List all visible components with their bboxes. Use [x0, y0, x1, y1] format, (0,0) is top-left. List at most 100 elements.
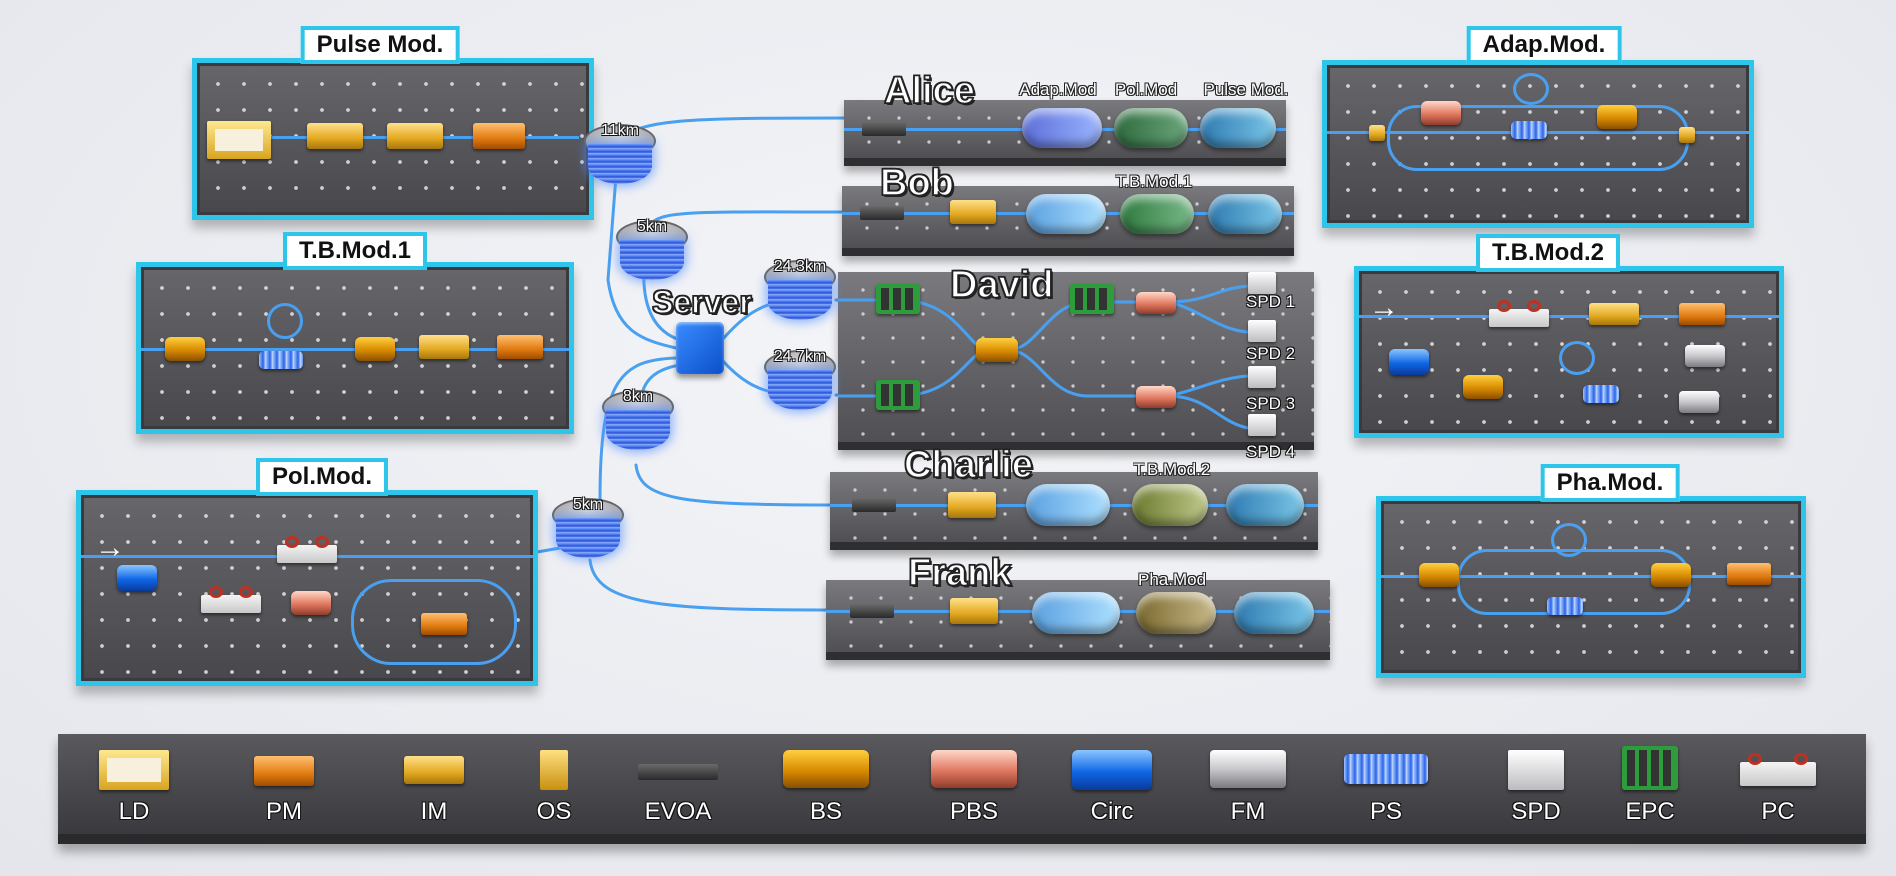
- spool-label: 24.7km: [773, 348, 827, 365]
- phase-modulator-icon: [421, 613, 467, 635]
- legend-item-bs: BS: [766, 734, 886, 834]
- fiber-segment: [1381, 575, 1801, 578]
- time-bin-module-capsule: [1120, 194, 1194, 234]
- fiber-spool-11km: 11km: [584, 122, 656, 188]
- legend-label: Circ: [1090, 798, 1134, 825]
- fiber-spool-24-7km: 24.7km: [764, 348, 836, 414]
- polarization-beam-splitter-icon: [1136, 292, 1176, 314]
- module-panel-pha-mod: [1376, 496, 1806, 678]
- legend-item-fm: FM: [1188, 734, 1308, 834]
- adaptive-module-capsule: [1032, 592, 1120, 634]
- evoa-icon: [862, 122, 906, 136]
- fiber-loop: [1551, 523, 1587, 557]
- legend-item-pbs: PBS: [914, 734, 1034, 834]
- faraday-mirror-icon: [1679, 391, 1719, 413]
- module-tag-alice-pol: Pol.Mod: [1114, 80, 1178, 99]
- polarization-controller-icon: [1740, 753, 1816, 786]
- polarization-beam-splitter-icon: [291, 591, 331, 615]
- intensity-modulator-icon: [950, 200, 996, 224]
- phase-shifter-icon: [1547, 597, 1583, 615]
- spool-label: 24.3km: [773, 258, 827, 275]
- phase-modulator-icon: [473, 123, 525, 149]
- phase-modulator-icon: [497, 335, 543, 359]
- beam-splitter-icon: [1651, 563, 1691, 587]
- phase-modulator-icon: [1679, 303, 1725, 325]
- legend-label: OS: [536, 798, 572, 825]
- phase-shifter-icon: [1583, 385, 1619, 403]
- panel-title-pha-mod: Pha.Mod.: [1540, 464, 1680, 502]
- legend-label: BS: [809, 798, 842, 825]
- beam-splitter-icon: [1597, 105, 1637, 129]
- polarization-controller-icon: [201, 586, 261, 613]
- evoa-icon: [850, 604, 894, 618]
- user-name-frank: Frank: [907, 551, 1012, 595]
- detector-label-spd3: SPD 3: [1246, 394, 1296, 413]
- module-panel-tb-mod-1: [136, 262, 574, 434]
- circulator-icon: [1072, 750, 1152, 790]
- detector-label-spd2: SPD 2: [1246, 344, 1296, 363]
- spool-label: 8km: [622, 388, 654, 405]
- fiber-spool-5km-bottom: 5km: [552, 496, 624, 562]
- time-bin-module-capsule: [1132, 484, 1208, 526]
- intensity-modulator-icon: [948, 492, 996, 518]
- legend-label: EVOA: [644, 798, 712, 825]
- legend-item-evoa: EVOA: [618, 734, 738, 834]
- user-name-charlie: Charlie: [903, 443, 1033, 487]
- polarization-controller-icon: [277, 536, 337, 563]
- intensity-modulator-icon: [307, 123, 363, 149]
- user-board-charlie: [830, 472, 1318, 550]
- module-panel-pulse-mod: [192, 58, 594, 220]
- module-tag-alice-pulse: Pulse Mod.: [1203, 80, 1289, 99]
- server-splitter-icon: [676, 322, 724, 374]
- single-photon-detector-icon: [1248, 272, 1276, 294]
- intensity-modulator-icon: [404, 756, 464, 784]
- user-board-frank: [826, 580, 1330, 660]
- panel-title-tb-mod-1: T.B.Mod.1: [283, 232, 427, 270]
- adaptive-module-capsule: [1026, 194, 1106, 234]
- arrow-icon: →: [1369, 291, 1399, 324]
- beam-splitter-icon: [1463, 375, 1503, 399]
- circulator-icon: [1389, 349, 1429, 375]
- beam-splitter-icon: [1419, 563, 1459, 587]
- polarization-module-capsule: [1114, 108, 1188, 148]
- panel-title-pulse-mod: Pulse Mod.: [300, 26, 460, 64]
- optical-switch-icon: [1369, 125, 1385, 141]
- legend-label: PS: [1369, 798, 1402, 825]
- legend-label: LD: [118, 798, 150, 825]
- panel-title-adap-mod: Adap.Mod.: [1466, 26, 1622, 64]
- legend-item-spd: SPD: [1476, 734, 1596, 834]
- module-panel-adap-mod: [1322, 60, 1754, 228]
- evoa-icon: [852, 498, 896, 512]
- legend-label: FM: [1230, 798, 1266, 825]
- fiber-loop: [267, 303, 303, 339]
- pulse-module-capsule: [1226, 484, 1304, 526]
- panel-title-pol-mod: Pol.Mod.: [256, 458, 388, 496]
- single-photon-detector-icon: [1248, 320, 1276, 342]
- user-name-bob: Bob: [879, 161, 954, 205]
- legend-label: PC: [1761, 798, 1795, 825]
- fiber-loop: [1559, 341, 1595, 375]
- laser-diode-icon: [99, 750, 169, 790]
- legend-label: PBS: [949, 798, 999, 825]
- faraday-mirror-icon: [1685, 345, 1725, 367]
- user-board-alice: [844, 100, 1286, 166]
- electronic-polarization-controller-icon: [1070, 284, 1114, 314]
- phase-module-capsule: [1136, 592, 1216, 634]
- component-legend: LD PM IM OS EVOA BS PBS Circ FM PS SPD: [58, 734, 1866, 844]
- intensity-modulator-icon: [387, 123, 443, 149]
- module-panel-pol-mod: →: [76, 490, 538, 686]
- detector-label-spd4: SPD 4: [1246, 442, 1296, 461]
- polarization-beam-splitter-icon: [1136, 386, 1176, 408]
- evoa-icon: [638, 764, 718, 780]
- beam-splitter-icon: [976, 338, 1018, 362]
- pulse-module-capsule: [1234, 592, 1314, 634]
- laser-diode-icon: [207, 121, 271, 159]
- user-board-david: [838, 272, 1314, 450]
- evoa-icon: [860, 206, 904, 220]
- single-photon-detector-icon: [1508, 750, 1564, 790]
- intensity-modulator-icon: [419, 335, 469, 359]
- user-name-david: David: [949, 263, 1054, 307]
- fiber-loop: [1513, 73, 1549, 105]
- intensity-modulator-icon: [950, 598, 998, 624]
- optical-switch-icon: [1679, 127, 1695, 143]
